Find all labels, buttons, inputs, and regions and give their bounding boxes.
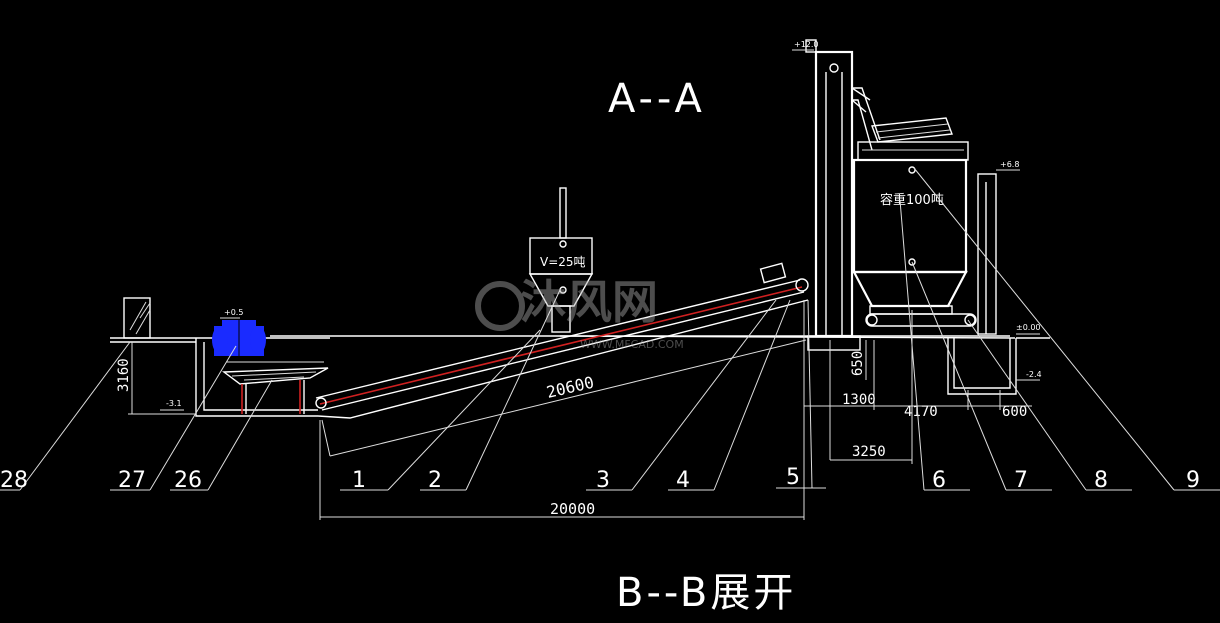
callout-5: 5: [786, 465, 800, 490]
callout-8: 8: [1094, 468, 1108, 493]
dimension-600: 600: [1002, 404, 1027, 420]
ground-line: [110, 335, 1016, 343]
elevation-12: +12.0: [794, 40, 819, 49]
motor-icon: [212, 320, 266, 356]
leader-lines: [0, 167, 1220, 491]
hopper-volume-label: V=25吨: [540, 255, 586, 269]
callout-3: 3: [596, 468, 610, 493]
callout-28: 28: [0, 468, 28, 493]
support-column: [977, 173, 997, 335]
watermark-url: WWW.MFCAD.COM: [580, 338, 684, 351]
callout-2: 2: [428, 468, 442, 493]
left-wall: [123, 297, 151, 339]
dimension-lines: 20600 20000 3160 650 1300 4170 600 3250: [116, 300, 1032, 520]
watermark: 沐风网 WWW.MFCAD.COM: [475, 275, 684, 351]
vibrating-feeder: [222, 361, 329, 414]
elevation-marks: +12.0 +6.8 ±0.00 -2.4 -3.1 +0.5: [160, 40, 1042, 411]
storage-silo: 容重100吨: [852, 158, 968, 315]
screw-conveyor: [865, 313, 977, 327]
elevation-000: ±0.00: [1016, 323, 1041, 332]
watermark-brand: 沐风网: [520, 275, 658, 329]
callout-6: 6: [932, 468, 946, 493]
section-title-bb: B--B展开: [616, 570, 796, 616]
silo-capacity-label: 容重100吨: [880, 192, 944, 208]
dimension-3160: 3160: [116, 358, 132, 392]
elevation-31: -3.1: [166, 399, 182, 408]
callout-1: 1: [352, 468, 366, 493]
callout-27: 27: [118, 468, 146, 493]
buffer-hopper: V=25吨: [528, 187, 594, 333]
dimension-4170: 4170: [904, 404, 938, 420]
callout-9: 9: [1186, 468, 1200, 493]
dimension-3250: 3250: [852, 444, 886, 460]
dimension-20000: 20000: [550, 500, 595, 518]
elevation-05: +0.5: [224, 308, 243, 317]
callout-numbers: 28 27 26 1 2 3 4 5 6 7 8 9: [0, 465, 1200, 493]
belt-conveyor: [315, 262, 809, 419]
callout-4: 4: [676, 468, 690, 493]
elevation-68: +6.8: [1000, 160, 1019, 169]
callout-26: 26: [174, 468, 202, 493]
dimension-650: 650: [850, 351, 866, 376]
section-title-aa: A--A: [608, 76, 706, 122]
callout-7: 7: [1014, 468, 1028, 493]
dimension-1300: 1300: [842, 392, 876, 408]
elevation-24: -2.4: [1026, 370, 1042, 379]
bucket-elevator: [805, 39, 881, 338]
